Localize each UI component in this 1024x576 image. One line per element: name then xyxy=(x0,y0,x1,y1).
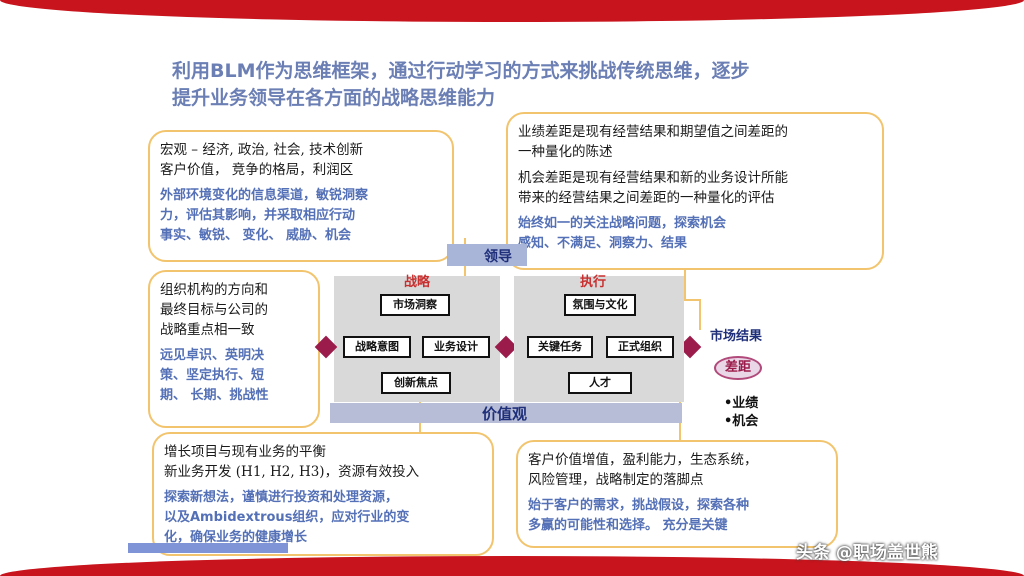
customer-blue-1: 始于客户的需求，挑战假设，探索各种 xyxy=(528,498,750,513)
gap-line-4: 带来的经营结果之间差距的一种量化的评估 xyxy=(518,190,775,206)
bullet-opportunity: •机会 xyxy=(724,414,759,429)
org-line-1: 组织机构的方向和 xyxy=(160,282,268,298)
growth-line-2: 新业务开发 (H1, H2, H3)，资源有效投入 xyxy=(164,464,420,480)
growth-blue-2: 以及Ambidextrous组织，应对行业的变 xyxy=(164,510,410,525)
org-line-3: 战略重点相一致 xyxy=(160,322,255,338)
growth-line-1: 增长项目与现有业务的平衡 xyxy=(164,444,326,460)
execution-label: 执行 xyxy=(580,275,607,290)
callout-macro-environment: 宏观 – 经济, 政治, 社会, 技术创新 客户价值， 竞争的格局，利润区 外部… xyxy=(148,130,454,262)
strategic-intent-box: 战略意图 xyxy=(343,336,411,358)
market-insight-box: 市场洞察 xyxy=(380,294,450,316)
strategy-label: 战略 xyxy=(404,275,431,290)
gap-line-3: 机会差距是现有经营结果和新的业务设计所能 xyxy=(518,170,788,186)
org-blue-3: 期、 长期、挑战性 xyxy=(160,388,269,403)
org-blue-2: 策、坚定执行、短 xyxy=(160,368,265,383)
callout-organization: 组织机构的方向和 最终目标与公司的 战略重点相一致 远见卓识、英明决 策、坚定执… xyxy=(148,270,320,428)
gap-line-2: 一种量化的陈述 xyxy=(518,144,613,160)
callout-customer-value: 客户价值增值，盈利能力，生态系统， 风险管理，战略制定的落脚点 始于客户的需求，… xyxy=(516,440,838,548)
gap-blue-2: 感知、不满足、洞察力、结果 xyxy=(518,236,688,251)
macro-blue-3: 事实、敏锐、 变化、 威胁、机会 xyxy=(160,228,352,243)
growth-blue-3: 化，确保业务的健康增长 xyxy=(164,530,308,545)
macro-blue-2: 力，评估其影响，并采取相应行动 xyxy=(160,208,356,223)
talent-box: 人才 xyxy=(568,372,632,394)
macro-line-2: 客户价值， 竞争的格局，利润区 xyxy=(160,162,354,178)
customer-blue-2: 多赢的可能性和选择。 充分是关键 xyxy=(528,518,728,533)
values-bar xyxy=(330,403,682,423)
innovation-focus-box: 创新焦点 xyxy=(381,372,451,394)
bottom-blue-strip xyxy=(128,543,288,553)
customer-line-2: 风险管理，战略制定的落脚点 xyxy=(528,472,704,488)
market-results-label: 市场结果 xyxy=(710,329,763,344)
slide-title: 利用BLM作为思维框架，通过行动学习的方式来挑战传统思维，逐步 提升业务领导在各… xyxy=(172,58,872,112)
org-blue-1: 远见卓识、英明决 xyxy=(160,348,265,363)
gap-line-1: 业绩差距是现有经营结果和期望值之间差距的 xyxy=(518,124,788,140)
watermark: 头条 @职场盖世熊 xyxy=(796,543,938,563)
bullet-performance: •业绩 xyxy=(724,396,759,411)
top-red-banner xyxy=(0,0,1024,22)
org-line-2: 最终目标与公司的 xyxy=(160,302,268,318)
leadership-label: 领导 xyxy=(484,249,512,265)
formal-org-box: 正式组织 xyxy=(606,336,674,358)
macro-blue-1: 外部环境变化的信息渠道，敏锐洞察 xyxy=(160,188,369,203)
growth-blue-1: 探索新想法，谨慎进行投资和处理资源， xyxy=(164,490,399,505)
customer-line-1: 客户价值增值，盈利能力，生态系统， xyxy=(528,452,758,468)
leadership-band xyxy=(447,244,527,266)
callout-gap-definition: 业绩差距是现有经营结果和期望值之间差距的 一种量化的陈述 机会差距是现有经营结果… xyxy=(506,112,884,270)
culture-box: 氛围与文化 xyxy=(564,294,636,316)
gap-blue-1: 始终如一的关注战略问题，探索机会 xyxy=(518,216,727,231)
business-design-box: 业务设计 xyxy=(422,336,490,358)
gap-ellipse: 差距 xyxy=(714,356,762,380)
key-tasks-box: 关键任务 xyxy=(527,336,593,358)
bottom-red-banner xyxy=(0,556,1024,576)
title-line-2: 提升业务领导在各方面的战略思维能力 xyxy=(172,87,496,109)
values-label: 价值观 xyxy=(482,405,528,423)
macro-line-1: 宏观 – 经济, 政治, 社会, 技术创新 xyxy=(160,142,364,158)
callout-growth: 增长项目与现有业务的平衡 新业务开发 (H1, H2, H3)，资源有效投入 探… xyxy=(152,432,494,556)
title-line-1: 利用BLM作为思维框架，通过行动学习的方式来挑战传统思维，逐步 xyxy=(172,60,750,82)
